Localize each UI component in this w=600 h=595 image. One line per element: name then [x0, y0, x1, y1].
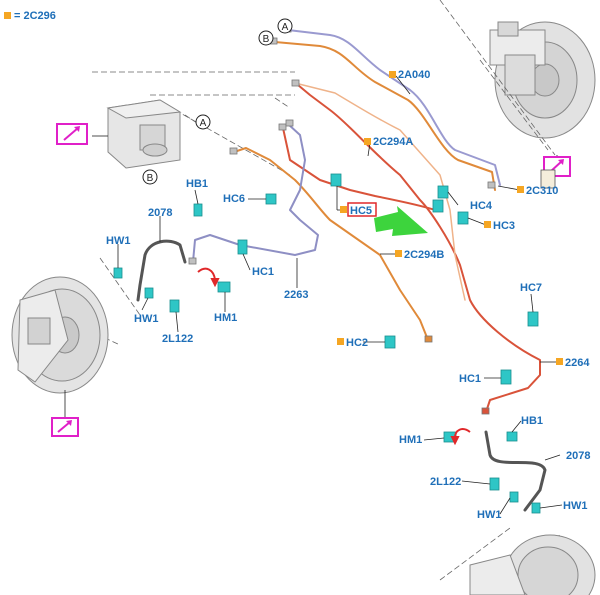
label-2263[interactable]: 2263 — [284, 289, 308, 301]
legend: = 2C296 — [4, 10, 56, 22]
label-2078-right[interactable]: 2078 — [566, 450, 590, 462]
callout-b-top[interactable]: B — [258, 30, 274, 46]
clip-2L122-left — [169, 299, 180, 313]
clip-hc5 — [330, 173, 342, 187]
rotate-arrow-left — [197, 267, 216, 281]
callout-a-top[interactable]: A — [277, 18, 293, 34]
tube-2A040-orange — [274, 41, 496, 191]
clip-connectors — [113, 173, 541, 514]
label-hw1-left-bot[interactable]: HW1 — [134, 313, 158, 325]
label-2L122-left[interactable]: 2L122 — [162, 333, 193, 345]
tube-2263 — [192, 123, 319, 263]
clip-hc6 — [265, 193, 277, 205]
label-2A040[interactable]: 2A040 — [398, 69, 430, 81]
part-markers — [337, 71, 563, 365]
label-hc7[interactable]: HC7 — [520, 282, 542, 294]
clip-hw1-right-a — [509, 491, 519, 503]
label-hb1-left[interactable]: HB1 — [186, 178, 208, 190]
label-hc3[interactable]: HC3 — [493, 220, 515, 232]
clip-hc7 — [527, 311, 539, 327]
clip-hw1-right-b — [531, 502, 541, 514]
clip-hw1-left-bot — [144, 287, 154, 299]
rotation-arrows — [197, 267, 471, 446]
clip-hm1-left — [217, 281, 231, 293]
label-hw1-left-top[interactable]: HW1 — [106, 235, 130, 247]
clip-2L122-right — [489, 477, 500, 491]
label-hm1-right[interactable]: HM1 — [399, 434, 422, 446]
dashed-leader-lines — [87, 0, 561, 591]
label-hc2[interactable]: HC2 — [346, 337, 368, 349]
tube-red-hc5 — [282, 127, 436, 211]
tube-fittings — [188, 25, 496, 415]
left-brake-assembly — [11, 276, 109, 394]
label-hc1-left[interactable]: HC1 — [252, 266, 274, 278]
clip-hw1-left-top — [113, 267, 123, 279]
label-2C310[interactable]: 2C310 — [526, 185, 558, 197]
label-2C294B[interactable]: 2C294B — [404, 249, 444, 261]
callout-a-mid[interactable]: A — [195, 114, 211, 130]
label-hc4[interactable]: HC4 — [470, 200, 493, 212]
label-hb1-right[interactable]: HB1 — [521, 415, 543, 427]
label-2L122-right[interactable]: 2L122 — [430, 476, 461, 488]
tube-2C294B — [233, 147, 429, 341]
label-hm1-left[interactable]: HM1 — [214, 312, 237, 324]
labels: 2A040 2C294A 2C310 2C294B 2264 2263 2078… — [106, 69, 590, 521]
abs-module — [106, 99, 182, 169]
svg-text:A: A — [200, 118, 207, 129]
tube-2A040-violet — [287, 29, 501, 186]
tube-2C294A — [297, 84, 541, 413]
svg-text:A: A — [282, 22, 289, 33]
clip-hb1-right — [506, 431, 518, 442]
label-hw1-right-b[interactable]: HW1 — [563, 500, 587, 512]
external-link-icon[interactable] — [51, 417, 79, 437]
label-2C294A[interactable]: 2C294A — [373, 136, 413, 148]
label-hw1-right-a[interactable]: HW1 — [477, 509, 501, 521]
brake-booster-assembly — [489, 21, 596, 139]
hc5-highlight-box — [347, 202, 377, 217]
label-hc1-right[interactable]: HC1 — [459, 373, 481, 385]
hose-2078-right — [484, 430, 547, 512]
right-brake-assembly — [469, 534, 596, 595]
label-hc6[interactable]: HC6 — [223, 193, 245, 205]
clip-hc1-right — [500, 369, 512, 385]
svg-text:B: B — [263, 34, 270, 45]
external-link-icon[interactable] — [56, 123, 88, 145]
label-hc5[interactable]: HC5 — [350, 205, 372, 217]
clip-hb1-left — [193, 203, 203, 217]
clip-hc4b — [432, 199, 444, 213]
clip-hc2 — [384, 335, 396, 349]
clip-hc1-left — [237, 239, 248, 255]
highlight-arrow — [374, 206, 428, 236]
legend-swatch — [4, 12, 11, 19]
legend-text: = 2C296 — [14, 10, 56, 22]
svg-text:B: B — [147, 173, 154, 184]
clip-hc4 — [437, 185, 449, 199]
label-2078-left[interactable]: 2078 — [148, 207, 172, 219]
hose-2078-left — [136, 239, 187, 302]
callout-b-mid[interactable]: B — [142, 169, 158, 185]
label-2264[interactable]: 2264 — [565, 357, 590, 369]
brake-tubes — [136, 29, 547, 512]
clip-hc3 — [457, 211, 469, 225]
external-link-icon[interactable] — [540, 156, 571, 189]
